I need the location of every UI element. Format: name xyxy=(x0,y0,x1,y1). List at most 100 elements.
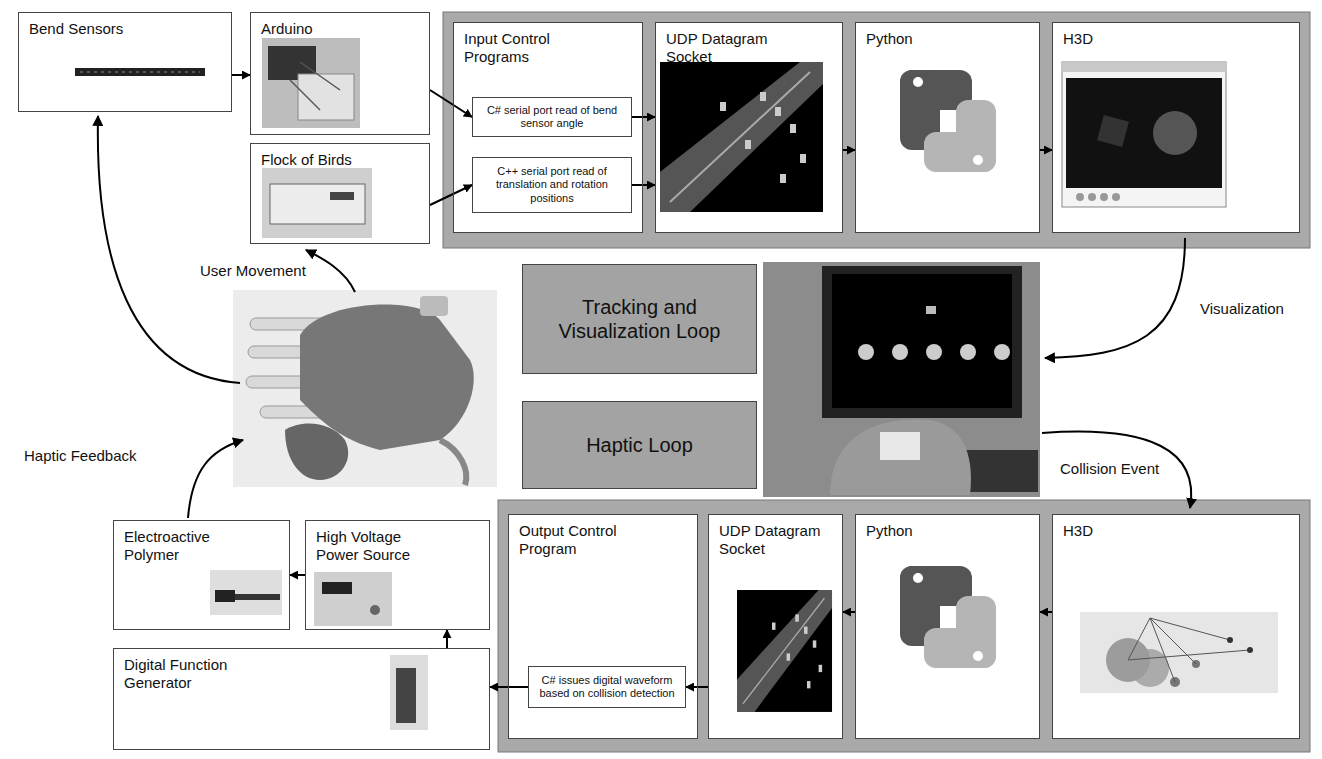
python-logo xyxy=(913,573,923,583)
arrow-label: Visualization xyxy=(1198,300,1286,318)
arduino-photo xyxy=(262,38,360,128)
monitor-photo xyxy=(994,344,1010,360)
udp-picture xyxy=(745,140,751,149)
udp-picture xyxy=(660,62,823,212)
udp-picture xyxy=(760,92,766,101)
process-box: UDP Datagram Socket xyxy=(655,22,843,233)
box-fill xyxy=(522,401,757,489)
component-box: Digital Function Generator xyxy=(113,648,490,750)
monitor-photo xyxy=(763,262,1040,497)
box-title: Bend Sensors xyxy=(29,20,219,38)
electroactive-polymer-photo xyxy=(210,570,282,615)
process-band xyxy=(443,12,1310,248)
function-generator-photo xyxy=(390,655,428,730)
python-logo xyxy=(913,77,923,87)
monitor-photo xyxy=(830,419,971,495)
h3d-screenshot xyxy=(1062,62,1226,72)
udp-picture xyxy=(813,640,816,647)
haptic-glove-photo xyxy=(233,290,497,487)
monitor-photo xyxy=(960,344,976,360)
electroactive-polymer-photo xyxy=(215,590,235,602)
box-title: Flock of Birds xyxy=(261,151,421,169)
component-box: High Voltage Power Source xyxy=(305,520,490,630)
label-holder: Collision Event xyxy=(1058,460,1161,478)
h3d-scene-graph xyxy=(1080,612,1278,693)
flow-arrow xyxy=(430,185,472,205)
box-fill xyxy=(113,648,490,750)
monitor-photo xyxy=(892,344,908,360)
process-box: H3D xyxy=(1052,22,1300,233)
box-text: C# serial port read of bend sensor angle xyxy=(473,102,631,132)
box-text: C++ serial port read of translation and … xyxy=(473,163,631,207)
box-text: Tracking and Visualization Loop xyxy=(528,293,751,345)
component-box: Flock of Birds xyxy=(250,143,430,244)
udp-picture xyxy=(795,614,798,621)
arduino-photo xyxy=(262,38,360,128)
box-title: H3D xyxy=(1063,30,1283,48)
box-fill xyxy=(113,520,290,630)
box-title: High Voltage Power Source xyxy=(316,528,436,564)
process-box: Output Control ProgramC# issues digital … xyxy=(508,514,698,739)
python-logo xyxy=(956,100,996,172)
movement-arrow xyxy=(306,250,355,292)
component-box: Electroactive Polymer xyxy=(113,520,290,630)
power-source-photo xyxy=(370,605,380,615)
flow-arrow xyxy=(232,74,250,76)
box-title: Input Control Programs xyxy=(464,30,594,66)
bend-sensor-picture xyxy=(75,68,205,76)
haptic-glove-photo xyxy=(285,423,348,480)
flow-arrow xyxy=(1040,611,1052,613)
monitor-photo xyxy=(858,344,874,360)
electroactive-polymer-photo xyxy=(210,570,282,615)
flow-arrow xyxy=(430,90,472,117)
flow-arrow xyxy=(843,611,855,613)
udp-picture xyxy=(737,590,832,712)
program-box: C++ serial port read of translation and … xyxy=(472,157,632,213)
feedback-arrow xyxy=(188,440,243,518)
process-box: Python xyxy=(855,22,1040,233)
flow-arrow xyxy=(1040,149,1052,151)
box-fill xyxy=(18,12,232,112)
label-holder: Visualization xyxy=(1198,300,1286,318)
flock-of-birds-photo xyxy=(262,168,372,238)
bend-sensor-picture xyxy=(75,68,205,76)
box-title: Python xyxy=(866,522,1026,540)
udp-picture xyxy=(787,653,790,660)
h3d-scene-graph xyxy=(1150,618,1175,682)
power-source-photo xyxy=(314,572,392,626)
power-source-photo xyxy=(322,582,352,594)
h3d-screenshot xyxy=(1153,111,1197,155)
monitor-photo xyxy=(880,432,920,460)
loop-box: Tracking and Visualization Loop xyxy=(522,264,757,374)
box-fill xyxy=(250,12,430,135)
h3d-scene-graph xyxy=(1150,618,1230,640)
box-fill xyxy=(250,143,430,244)
box-title: UDP Datagram Socket xyxy=(666,30,786,66)
flow-arrow xyxy=(290,574,305,576)
flow-arrow xyxy=(686,686,708,688)
h3d-screenshot xyxy=(1062,62,1226,207)
flow-arrow xyxy=(446,630,448,648)
h3d-scene-graph xyxy=(1131,649,1169,687)
flow-arrow xyxy=(490,686,528,688)
box-fill xyxy=(472,97,632,137)
arrow-label: User Movement xyxy=(198,262,308,280)
process-box: Input Control Programs C# serial port rea… xyxy=(453,22,643,233)
box-text: Haptic Loop xyxy=(582,431,697,459)
component-box: Arduino xyxy=(250,12,430,135)
program-box: C# serial port read of bend sensor angle xyxy=(472,97,632,137)
monitor-photo xyxy=(832,274,1012,408)
electroactive-polymer-photo xyxy=(235,594,280,600)
flow-arrow xyxy=(632,184,655,186)
power-source-photo xyxy=(314,572,392,626)
udp-picture xyxy=(743,598,825,704)
box-fill xyxy=(508,514,698,739)
udp-picture xyxy=(737,590,832,712)
h3d-screenshot xyxy=(1088,193,1096,201)
box-fill xyxy=(855,514,1040,739)
box-title: Output Control Program xyxy=(519,522,644,558)
